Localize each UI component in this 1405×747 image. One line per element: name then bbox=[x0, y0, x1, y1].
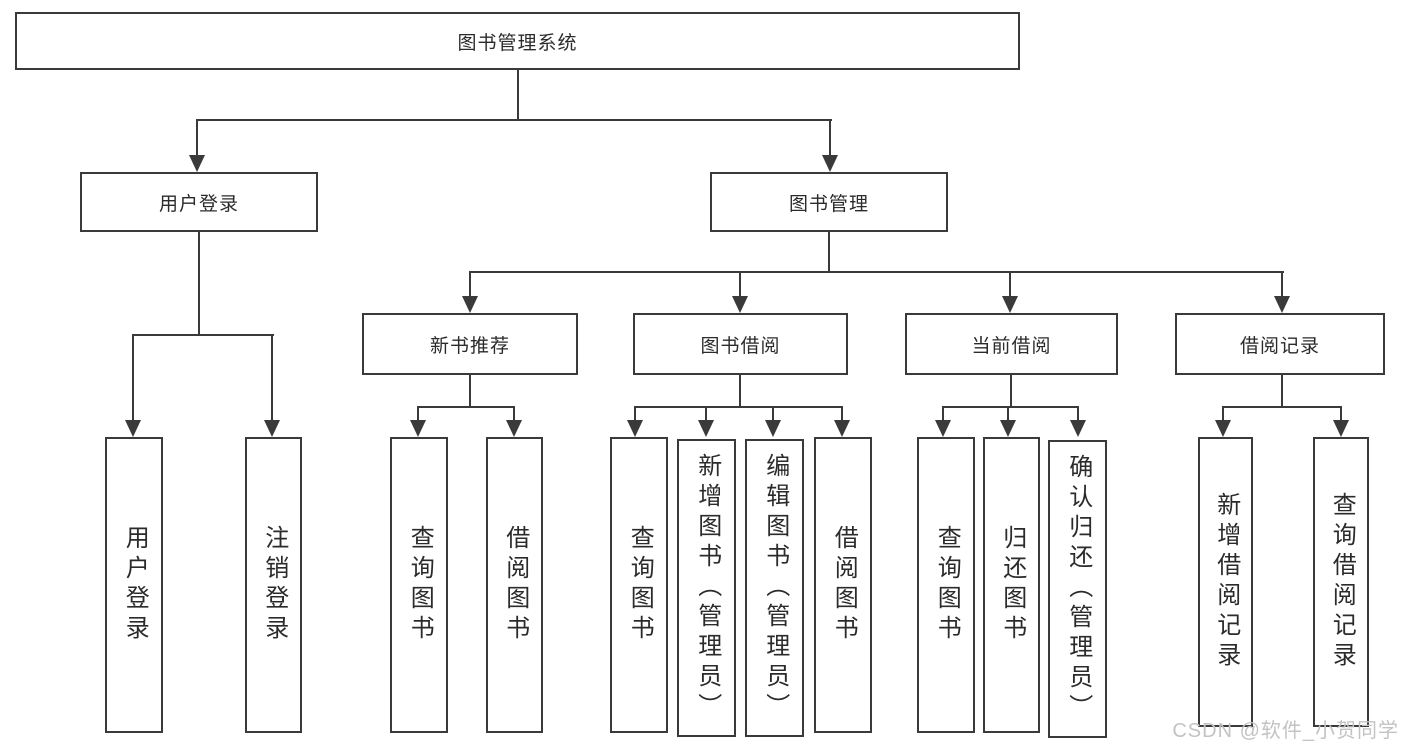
arrow-down-icon bbox=[1215, 420, 1231, 437]
connector-line bbox=[198, 232, 200, 336]
connector-line bbox=[196, 119, 832, 121]
connector-line bbox=[1222, 406, 1342, 408]
leaf-add-borrow-record: 新增借阅记录 bbox=[1198, 437, 1253, 727]
arrow-down-icon bbox=[822, 155, 838, 172]
leaf-edit-book-admin: 编辑图书（管理员） bbox=[745, 439, 804, 737]
connector-line bbox=[1007, 406, 1009, 422]
arrow-down-icon bbox=[732, 296, 748, 313]
arrow-down-icon bbox=[410, 420, 426, 437]
arrow-down-icon bbox=[765, 420, 781, 437]
node-book-management: 图书管理 bbox=[710, 172, 948, 232]
connector-line bbox=[942, 406, 1079, 408]
connector-line bbox=[1222, 406, 1224, 422]
connector-line bbox=[1009, 271, 1011, 299]
arrow-down-icon bbox=[834, 420, 850, 437]
leaf-label: 注销登录 bbox=[260, 525, 288, 645]
connector-line bbox=[513, 406, 515, 422]
leaf-query-borrow-record: 查询借阅记录 bbox=[1313, 437, 1369, 727]
connector-line bbox=[132, 334, 274, 336]
connector-line bbox=[1010, 375, 1012, 407]
leaf-label: 确认归还（管理员） bbox=[1064, 454, 1092, 724]
connector-line bbox=[705, 406, 707, 422]
leaf-borrow-book-recommend: 借阅图书 bbox=[486, 437, 543, 733]
node-library-system: 图书管理系统 bbox=[15, 12, 1020, 70]
arrow-down-icon bbox=[506, 420, 522, 437]
leaf-borrow-book: 借阅图书 bbox=[814, 437, 872, 733]
leaf-label: 编辑图书（管理员） bbox=[761, 453, 789, 723]
leaf-label: 用户登录 bbox=[121, 525, 149, 645]
leaf-label: 借阅图书 bbox=[501, 525, 529, 645]
connector-line bbox=[469, 375, 471, 407]
connector-line bbox=[841, 406, 843, 422]
connector-line bbox=[739, 375, 741, 407]
node-user-login: 用户登录 bbox=[80, 172, 318, 232]
connector-line bbox=[517, 70, 519, 121]
connector-line bbox=[417, 406, 515, 408]
leaf-query-book-recommend: 查询图书 bbox=[390, 437, 448, 733]
connector-line bbox=[132, 334, 134, 424]
arrow-down-icon bbox=[698, 420, 714, 437]
arrow-down-icon bbox=[125, 420, 141, 437]
node-label: 图书管理 bbox=[788, 193, 869, 215]
node-label: 用户登录 bbox=[158, 193, 239, 215]
leaf-label: 归还图书 bbox=[998, 525, 1026, 645]
leaf-label: 新增借阅记录 bbox=[1212, 492, 1240, 672]
node-borrow-record: 借阅记录 bbox=[1175, 313, 1385, 375]
connector-line bbox=[271, 334, 273, 424]
connector-line bbox=[469, 271, 1284, 273]
watermark: CSDN @软件_小贺同学 bbox=[1172, 720, 1399, 742]
connector-line bbox=[772, 406, 774, 422]
leaf-label: 借阅图书 bbox=[830, 525, 858, 645]
node-label: 当前借阅 bbox=[971, 335, 1052, 357]
arrow-down-icon bbox=[1000, 420, 1016, 437]
leaf-label: 查询图书 bbox=[406, 525, 434, 645]
connector-line bbox=[739, 271, 741, 299]
leaf-label: 查询借阅记录 bbox=[1328, 492, 1356, 672]
connector-line bbox=[1281, 375, 1283, 407]
connector-line bbox=[828, 232, 830, 273]
arrow-down-icon bbox=[264, 420, 280, 437]
connector-line bbox=[829, 119, 831, 159]
connector-line bbox=[469, 271, 471, 299]
leaf-label: 新增图书（管理员） bbox=[693, 453, 721, 723]
connector-line bbox=[634, 406, 636, 422]
node-label: 新书推荐 bbox=[429, 335, 510, 357]
leaf-query-book-current: 查询图书 bbox=[917, 437, 975, 733]
connector-line bbox=[942, 406, 944, 422]
node-label: 图书借阅 bbox=[700, 335, 781, 357]
leaf-label: 查询图书 bbox=[626, 525, 654, 645]
arrow-down-icon bbox=[462, 296, 478, 313]
arrow-down-icon bbox=[935, 420, 951, 437]
node-label: 图书管理系统 bbox=[457, 32, 578, 54]
leaf-confirm-return-admin: 确认归还（管理员） bbox=[1048, 440, 1107, 738]
leaf-label: 查询图书 bbox=[933, 525, 961, 645]
connector-line bbox=[1077, 406, 1079, 422]
arrow-down-icon bbox=[1333, 420, 1349, 437]
arrow-down-icon bbox=[1070, 420, 1086, 437]
node-current-borrow: 当前借阅 bbox=[905, 313, 1118, 375]
arrow-down-icon bbox=[627, 420, 643, 437]
leaf-query-book-borrow: 查询图书 bbox=[610, 437, 668, 733]
connector-line bbox=[417, 406, 419, 422]
leaf-user-login: 用户登录 bbox=[105, 437, 163, 733]
connector-line bbox=[1281, 271, 1283, 299]
arrow-down-icon bbox=[1002, 296, 1018, 313]
connector-line bbox=[196, 119, 198, 159]
leaf-logout: 注销登录 bbox=[245, 437, 302, 733]
leaf-return-book: 归还图书 bbox=[983, 437, 1040, 733]
leaf-add-book-admin: 新增图书（管理员） bbox=[677, 439, 736, 737]
arrow-down-icon bbox=[189, 155, 205, 172]
connector-line bbox=[634, 406, 843, 408]
connector-line bbox=[1340, 406, 1342, 422]
node-new-book-recommend: 新书推荐 bbox=[362, 313, 578, 375]
node-book-borrow: 图书借阅 bbox=[633, 313, 848, 375]
arrow-down-icon bbox=[1274, 296, 1290, 313]
node-label: 借阅记录 bbox=[1239, 335, 1320, 357]
